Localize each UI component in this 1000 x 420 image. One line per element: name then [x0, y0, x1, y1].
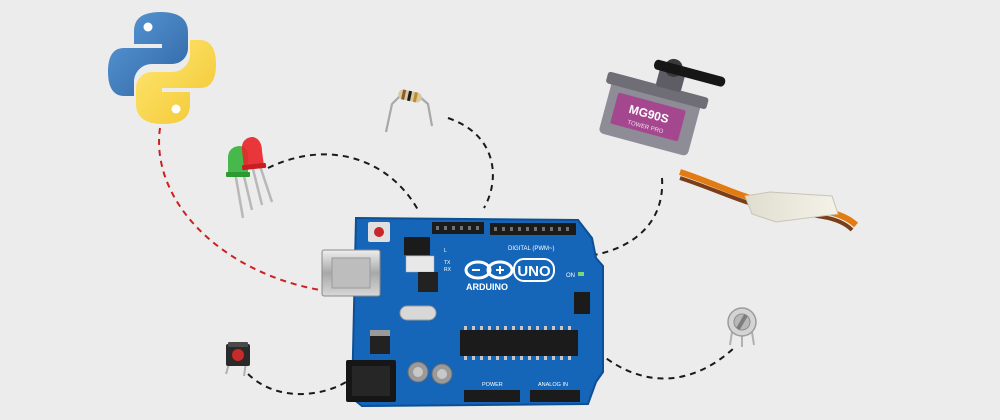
arduino-uno-board: DIGITAL (PWM~) UNO ARDUINO TX RX L ON: [321, 216, 604, 408]
potentiometer-to-board-connector: [597, 346, 736, 380]
usb-controller-chip: [418, 272, 438, 292]
analog-header: [530, 390, 580, 402]
resistor-to-board-connector: [447, 117, 494, 209]
power-header: [464, 390, 520, 402]
reset-button: [374, 227, 384, 237]
led-red-rim: [241, 162, 267, 171]
uno-badge: [513, 258, 555, 282]
servo-horn: [654, 59, 726, 87]
icsp-header-right: [574, 292, 590, 314]
l-label: L: [444, 248, 447, 254]
rx-label: RX: [444, 267, 452, 273]
led-red-leg-2: [257, 162, 274, 203]
servo-to-board-connector: [587, 177, 664, 257]
led-red-leg-1: [250, 164, 264, 206]
python-logo-yellow-eye: [171, 104, 181, 114]
servo-label-sticker: [610, 92, 686, 142]
python-logo-blue-eye: [143, 22, 153, 32]
analog-in-label: ANALOG IN: [538, 382, 568, 388]
crystal-oscillator: [399, 305, 437, 321]
led-green-leg-2: [241, 171, 254, 211]
led-green-leg-1: [233, 171, 245, 219]
digital-header-pins: [436, 226, 569, 231]
atmega-microcontroller: [460, 330, 578, 356]
tx-label: TX: [444, 260, 451, 266]
arduino-infinity-logo-icon: [464, 260, 514, 280]
arduino-brand-text: ARDUINO: [466, 282, 508, 292]
led-pair: [226, 137, 274, 219]
servo-motor: MG90S TOWER PRO: [599, 58, 859, 232]
python-logo-blue-half: [108, 12, 188, 96]
on-led: [578, 272, 584, 276]
icsp-header-usb: [404, 237, 430, 255]
digital-header-left: [432, 222, 484, 234]
voltage-regulator: [370, 336, 390, 354]
uno-logo-text: UNO: [517, 263, 551, 280]
button-to-board-connector: [247, 373, 353, 395]
digital-header-right: [490, 223, 576, 235]
digital-pwm-label: DIGITAL (PWM~): [508, 246, 555, 252]
push-button-icon: [225, 342, 250, 377]
led-green-rim: [226, 172, 250, 177]
python-to-usb-connector: [158, 127, 321, 291]
python-logo-icon: [108, 12, 216, 124]
resistor-icon: [384, 89, 434, 133]
led-to-board-connector: [267, 153, 419, 211]
python-logo-yellow-half: [136, 40, 216, 124]
on-label: ON: [566, 273, 575, 279]
atmega-pins: [464, 326, 571, 360]
power-label: POWER: [482, 382, 503, 388]
led-red-icon: [241, 137, 264, 168]
push-button-cap: [232, 349, 244, 361]
potentiometer-icon: [727, 307, 757, 347]
